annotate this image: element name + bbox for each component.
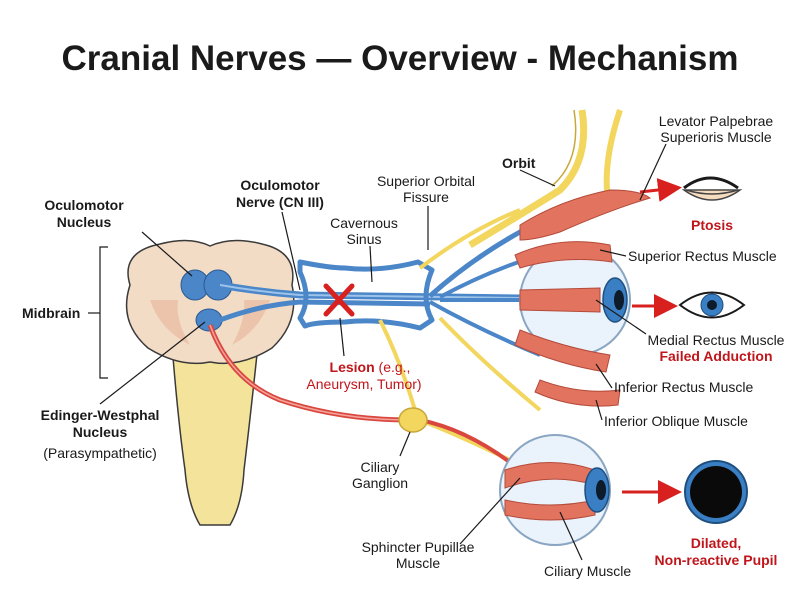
orbit-bone-outline [551,109,577,187]
eye-ciliary [499,434,611,546]
label-parasympathetic: (Parasympathetic) [43,445,157,461]
leader-medial-rectus [595,299,647,335]
label-midbrain: Midbrain [22,305,80,321]
leader-oculomotor-nucleus [141,231,193,277]
diagram-title: Cranial Nerves — Overview - Mechanism [62,39,739,78]
label-inferior-rectus: Inferior Rectus Muscle [614,379,753,395]
open-eye-icon [678,291,746,319]
midbrain-inner-shade [150,300,190,345]
inferior-rectus-muscle [514,329,611,373]
ciliary-ganglion [398,407,428,433]
leader-sphincter [459,477,521,545]
midbrain-shape [125,239,295,365]
leader-levator [639,143,667,201]
eye-muscles [514,241,631,407]
label-medial-rectus: Medial Rectus Muscle [648,332,785,348]
dilated-pupil-icon [684,460,748,524]
orbit-bone [468,109,588,249]
yellow-nerve-lower [438,316,542,412]
parasympathetic-fiber-inner [209,324,411,421]
midbrain-bracket [99,246,108,379]
arrow-right-icon [639,178,682,202]
leader-superior-rectus [599,249,627,257]
label-lesion-detail: Aneurysm, Tumor) [306,376,421,392]
leader-inferior-rectus [595,363,613,389]
oculomotor-nerve-lower [219,299,431,323]
ciliary-muscle-shape [504,499,596,521]
pupil-1 [614,290,624,310]
leader-ew-nucleus [99,321,206,405]
inferior-oblique-muscle [534,379,621,407]
leader-ciliary-ganglion [399,431,411,457]
label-lesion: Lesion (e.g., [330,359,411,375]
label-orbit: Orbit [502,155,536,171]
brainstem [171,344,259,526]
yellow-nerve-ganglion [378,319,417,411]
label-ciliary-muscle: Ciliary Muscle [544,563,631,579]
midbrain-inner-shade [232,300,270,345]
nerve-branch-levator [428,202,582,298]
leader-oculomotor-nerve [281,211,301,291]
cavernous-sinus [297,259,435,331]
leader-orbit [519,169,556,187]
superior-rectus-muscle [514,241,613,269]
lesion-x-icon [323,283,355,317]
levator-muscle [519,189,652,241]
fissure-yellow-nerve [418,208,521,270]
closed-eye-icon [681,176,743,201]
leader-cavernous-sinus [369,245,373,283]
label-dilated: Dilated,Non-reactive Pupil [655,535,778,568]
medial-rectus-muscle [519,287,601,313]
leader-ciliary-muscle [559,511,583,561]
label-ptosis: Ptosis [691,217,733,233]
label-inferior-oblique: Inferior Oblique Muscle [604,413,748,429]
pupil-2 [596,480,606,500]
label-superior-rectus: Superior Rectus Muscle [628,248,777,264]
leader-inferior-oblique [595,399,603,421]
oculomotor-nerve-inner [219,284,521,299]
leader-lesion [339,317,345,357]
label-failed-adduction: Failed Adduction [659,348,772,364]
